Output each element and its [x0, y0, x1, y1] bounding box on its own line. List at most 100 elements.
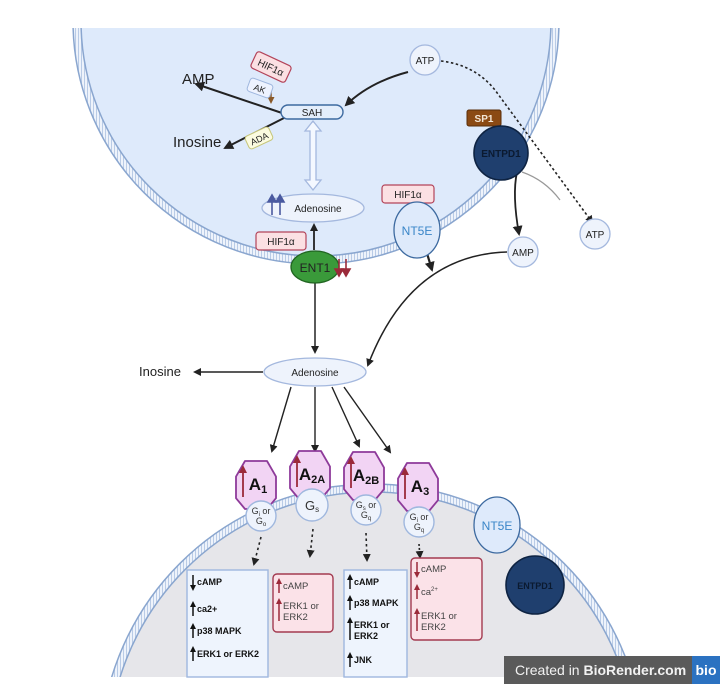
effect-item: ca2+	[190, 601, 217, 616]
receptor-label: A2B	[353, 466, 379, 487]
svg-text:ENT1: ENT1	[300, 261, 331, 275]
intracellular-atp-node: ATP	[409, 44, 441, 76]
double-up-arrow-icon	[266, 193, 286, 215]
adenosine-to-a1-arrow	[269, 386, 292, 453]
entpd1-to-amp-arrow	[512, 171, 523, 236]
effect-item: p38 MAPK	[347, 595, 399, 610]
intracellular-inosine-label: Inosine	[173, 134, 221, 151]
g-protein-label: Gs or	[356, 500, 377, 512]
effect-item-label: p38 MAPK	[197, 626, 242, 636]
effect-item-label: ERK1 or ERK2	[197, 649, 259, 659]
effect-item: ERK1 or ERK2	[190, 646, 259, 661]
effect-item: p38 MAPK	[190, 623, 242, 638]
svg-text:ATP: ATP	[416, 56, 435, 67]
intracellular-amp-label: AMP	[182, 71, 215, 88]
ent1-transporter: ENT1	[290, 250, 352, 284]
effect-item: JNK	[347, 652, 373, 667]
a2a-signal-arrow	[306, 528, 315, 558]
svg-text:HIF1α: HIF1α	[267, 237, 295, 248]
receptor-label: A2A	[299, 465, 325, 486]
receptor-label: A1	[249, 475, 267, 496]
svg-text:ATP: ATP	[586, 230, 605, 241]
svg-text:ENTPD1: ENTPD1	[481, 149, 521, 160]
svg-text:SAH: SAH	[302, 108, 323, 119]
amp-to-adenosine-arrow	[366, 251, 508, 367]
effect-item-label: JNK	[354, 655, 373, 665]
effect-item-label: cAMP	[421, 564, 446, 575]
hif1a-nt5e-badge: HIF1α	[381, 184, 435, 204]
watermark-text: Created in BioRender.com	[515, 662, 687, 678]
g-protein: Gs	[295, 488, 329, 522]
effect-item: cAMP	[414, 562, 446, 578]
effect-item-label: ca2+	[421, 587, 438, 598]
effect-item: cAMP	[347, 574, 379, 589]
a2b-signal-arrow	[362, 532, 371, 562]
entpd1-enzyme-top: ENTPD1	[473, 125, 529, 181]
svg-text:HIF1α: HIF1α	[394, 190, 422, 201]
intracellular-adenosine-node: Adenosine	[261, 193, 365, 223]
g-protein-label: Gs	[305, 498, 319, 514]
biorender-watermark[interactable]: Created in BioRender.com bio	[504, 656, 720, 684]
effect-item-label: cAMP	[354, 577, 379, 587]
sah-node: SAH	[280, 104, 344, 120]
receptor-a2a: A2A Gs	[289, 450, 331, 522]
effect-item-label: p38 MAPK	[354, 598, 399, 608]
a1-signal-arrow	[251, 536, 262, 566]
nt5e-enzyme-bottom: NT5E	[473, 496, 521, 554]
double-down-arrow-icon	[333, 259, 352, 278]
g-protein-label: Go	[256, 516, 267, 528]
effect-item: cAMP	[276, 578, 308, 593]
ak-enzyme-badge: AK	[246, 77, 274, 99]
adenosine-to-a3-arrow	[343, 386, 392, 454]
sah-adenosine-double-arrow	[303, 119, 323, 192]
effect-item-label: ca2+	[197, 604, 217, 614]
sp1-badge: SP1	[466, 109, 502, 127]
hif1a-ent1-badge: HIF1α	[255, 231, 307, 251]
svg-text:AMP: AMP	[512, 248, 534, 259]
g-protein-label: Gq	[414, 522, 424, 534]
svg-text:ENTPD1: ENTPD1	[517, 581, 553, 591]
atp-release-dotted-arrow	[440, 60, 594, 224]
biorender-logo-icon: bio	[692, 656, 720, 684]
extracellular-atp-node: ATP	[579, 218, 611, 250]
nt5e-enzyme-top: NT5E	[393, 201, 441, 259]
g-protein-label: Gi or	[252, 506, 271, 518]
entpd1-enzyme-bottom: ENTPD1	[505, 555, 565, 615]
g-protein-label: Gq	[361, 510, 371, 522]
effect-item: ca2+	[414, 584, 438, 599]
entpd1-tail	[521, 171, 561, 201]
svg-text:AK: AK	[252, 82, 267, 96]
atp-to-sah-arrow	[344, 71, 409, 107]
adenosine-to-a2b-arrow	[331, 386, 361, 448]
effect-box-a1: cAMP ca2+ p38 MAPK ERK1 or ERK2	[186, 569, 269, 678]
svg-text:NT5E: NT5E	[482, 519, 513, 533]
ada-enzyme-badge: ADA	[244, 126, 274, 150]
g-protein-label: Gi or	[410, 512, 429, 524]
sah-to-amp-arrow	[194, 81, 283, 114]
extracellular-adenosine-node: Adenosine	[263, 357, 367, 387]
effect-item-label: cAMP	[283, 581, 308, 592]
svg-text:SP1: SP1	[475, 114, 494, 125]
svg-text:Adenosine: Adenosine	[294, 204, 342, 215]
svg-text:Adenosine: Adenosine	[291, 368, 339, 379]
effect-item-label: cAMP	[197, 577, 222, 587]
svg-text:NT5E: NT5E	[402, 224, 433, 238]
